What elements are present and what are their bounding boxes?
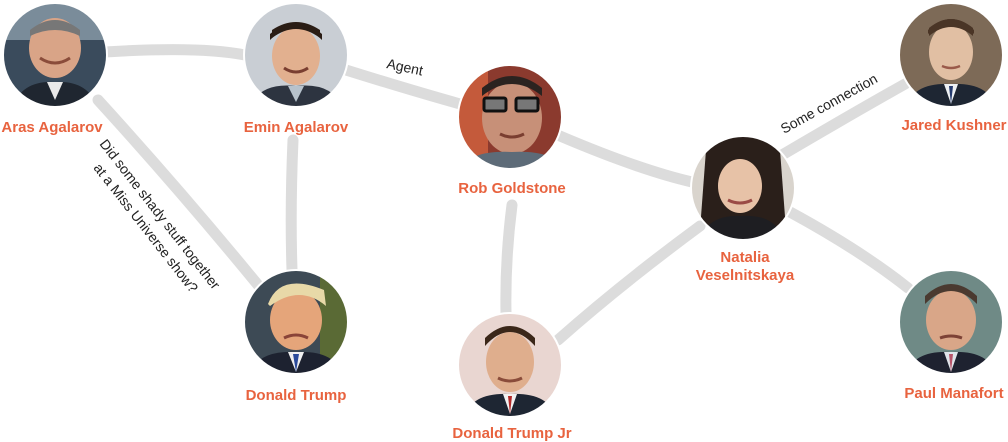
edge-emin-rob — [340, 64, 466, 110]
node-natalia-veselnitskaya[interactable]: Natalia Veselnitskaya — [690, 134, 796, 284]
edge-rob-natalia — [554, 130, 698, 188]
node-label: Paul Manafort — [904, 385, 1003, 402]
person-photo-icon — [3, 3, 107, 107]
node-label: Jared Kushner — [901, 117, 1006, 134]
person-photo-icon — [244, 270, 348, 374]
node-label-line1: Natalia — [720, 249, 770, 266]
edge-aras-emin — [99, 44, 251, 61]
node-aras-agalarov[interactable]: Aras Agalarov — [0, 0, 110, 136]
node-label: Emin Agalarov — [244, 119, 349, 136]
edge-rob-trumpjr — [500, 199, 518, 319]
node-paul-manafort[interactable]: Paul Manafort — [898, 269, 1004, 402]
edge-label-agent: Agent — [385, 55, 424, 78]
edge-emin-trump — [285, 134, 299, 276]
node-emin-agalarov[interactable]: Emin Agalarov — [243, 2, 349, 136]
person-photo-icon — [691, 136, 795, 240]
node-label-line2: Veselnitskaya — [696, 267, 795, 284]
node-label: Donald Trump — [246, 387, 347, 404]
edges — [92, 44, 914, 346]
node-donald-trump[interactable]: Donald Trump — [243, 269, 350, 404]
edge-natalia-paul — [784, 206, 914, 294]
node-label: Aras Agalarov — [1, 119, 103, 136]
node-jared-kushner[interactable]: Jared Kushner — [898, 2, 1007, 134]
node-rob-goldstone[interactable]: Rob Goldstone — [457, 64, 566, 197]
person-photo-icon — [244, 3, 348, 107]
node-donald-trump-jr[interactable]: Donald Trump Jr — [452, 312, 572, 442]
node-label: Donald Trump Jr — [452, 425, 571, 442]
person-photo-icon — [899, 270, 1003, 374]
edge-natalia-jared — [776, 78, 911, 161]
edge-aras-trump — [92, 94, 264, 291]
edge-label-miss-universe-line2: at a Miss Universe show? — [91, 160, 202, 296]
node-label: Rob Goldstone — [458, 180, 566, 197]
edge-natalia-trumpjr — [552, 220, 706, 346]
